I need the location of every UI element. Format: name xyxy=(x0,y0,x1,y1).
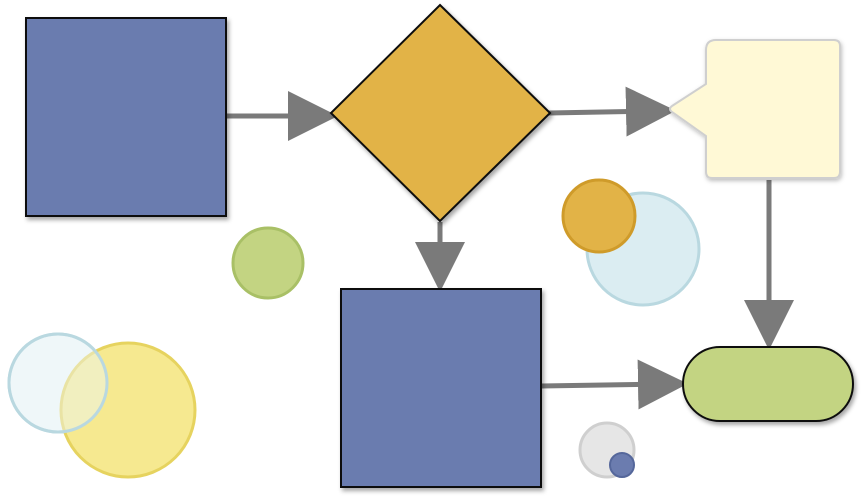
callout-box[interactable] xyxy=(669,39,841,179)
bubble-blue-small xyxy=(609,452,635,478)
bubble-green xyxy=(231,226,305,300)
bubble-yellow-large xyxy=(59,341,197,479)
process-box-2[interactable] xyxy=(340,288,542,488)
bubble-light-blue-overlay xyxy=(7,332,109,434)
terminator-pill[interactable] xyxy=(682,346,854,422)
arrow-process2-to-terminator xyxy=(540,359,688,410)
arrow-decision-to-callout xyxy=(548,86,676,137)
bubble-orange xyxy=(561,178,637,254)
decision-diamond[interactable] xyxy=(329,3,552,223)
process-box-1[interactable] xyxy=(25,17,227,217)
